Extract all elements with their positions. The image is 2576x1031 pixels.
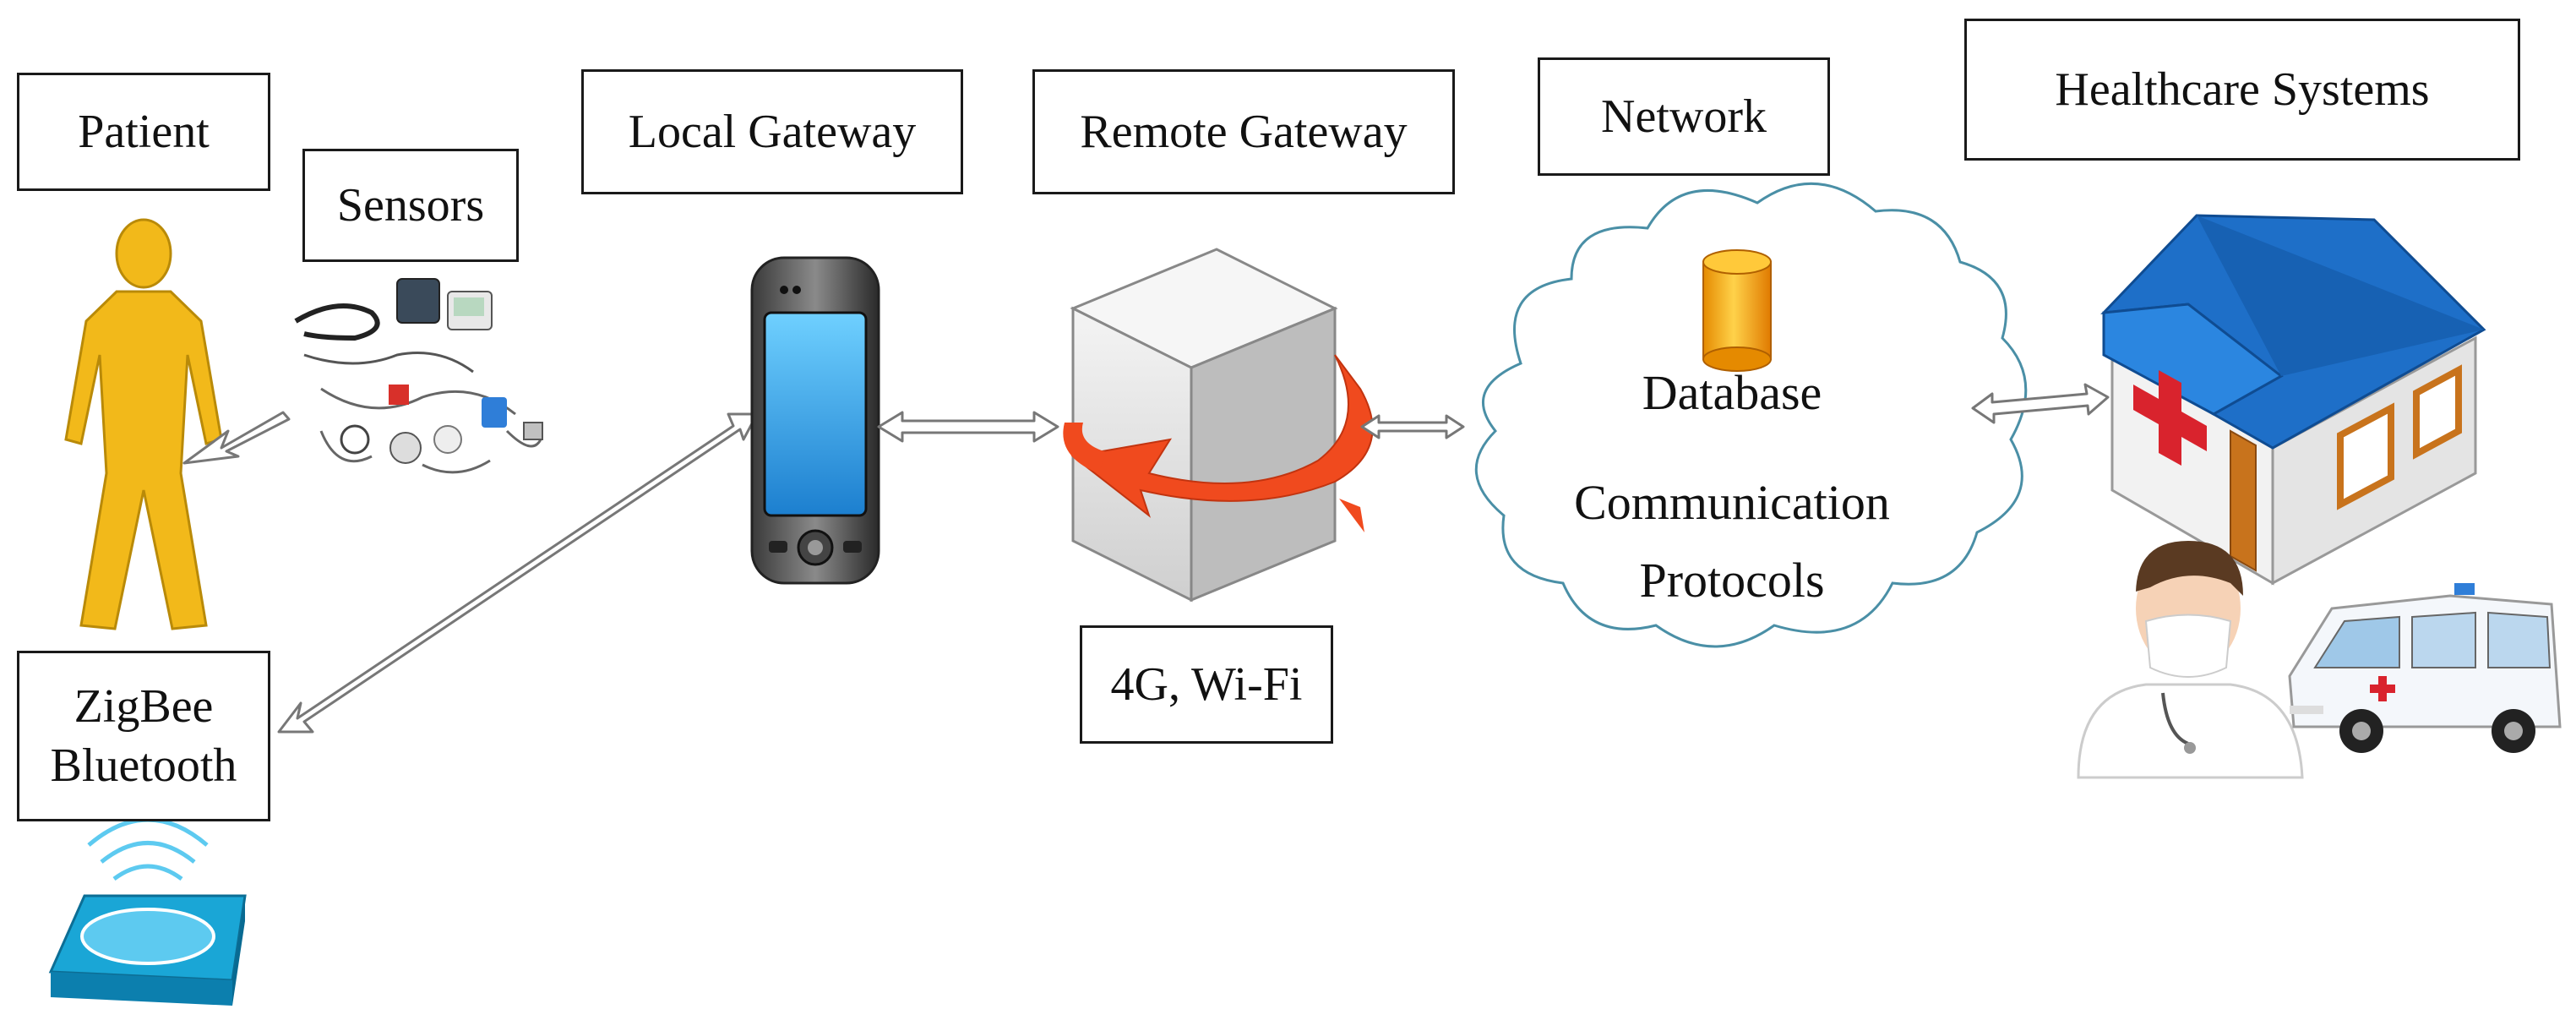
protocols-text: Protocols [1639,552,1825,608]
remote-gateway-label: Remote Gateway [1032,69,1455,194]
smartphone-icon [750,256,880,585]
hospital-building-icon [2100,214,2486,586]
ambulance-icon [2288,583,2562,753]
zigbee-label-text: ZigBee [74,680,214,733]
wireless-pad-icon [48,817,247,1006]
doctor-icon [2077,541,2304,779]
local-gateway-label-text: Local Gateway [628,106,917,158]
zigbee-bluetooth-label: ZigBee Bluetooth [17,651,270,821]
sensors-label-text: Sensors [336,179,485,232]
database-cylinder-icon [1702,249,1772,372]
remote-gateway-to-network-arrow [1360,414,1465,439]
wireless-label: 4G, Wi-Fi [1080,625,1333,744]
network-label: Network [1538,57,1830,176]
patient-figure-icon [64,218,223,630]
local-gateway-label: Local Gateway [581,69,963,194]
healthcare-systems-label: Healthcare Systems [1964,19,2520,161]
bluetooth-label-text: Bluetooth [50,739,237,792]
sensors-to-patient-arrow [182,411,291,465]
sensors-devices-icon [294,278,543,474]
remote-gateway-label-text: Remote Gateway [1080,106,1408,158]
wireless-label-text: 4G, Wi-Fi [1110,658,1303,711]
communication-text: Communication [1574,475,1890,530]
server-cube-icon [1063,248,1374,603]
patient-label-text: Patient [78,106,210,158]
local-to-remote-gateway-arrow [877,411,1059,443]
database-text: Database [1642,365,1822,420]
network-label-text: Network [1601,90,1767,143]
network-to-healthcare-arrow [1971,383,2110,424]
healthcare-systems-label-text: Healthcare Systems [2055,63,2430,116]
network-cloud-icon [1474,182,2028,648]
communication-protocols-text: Communication Protocols [1521,473,1943,609]
patient-label: Patient [17,73,270,191]
sensors-label: Sensors [302,149,519,262]
